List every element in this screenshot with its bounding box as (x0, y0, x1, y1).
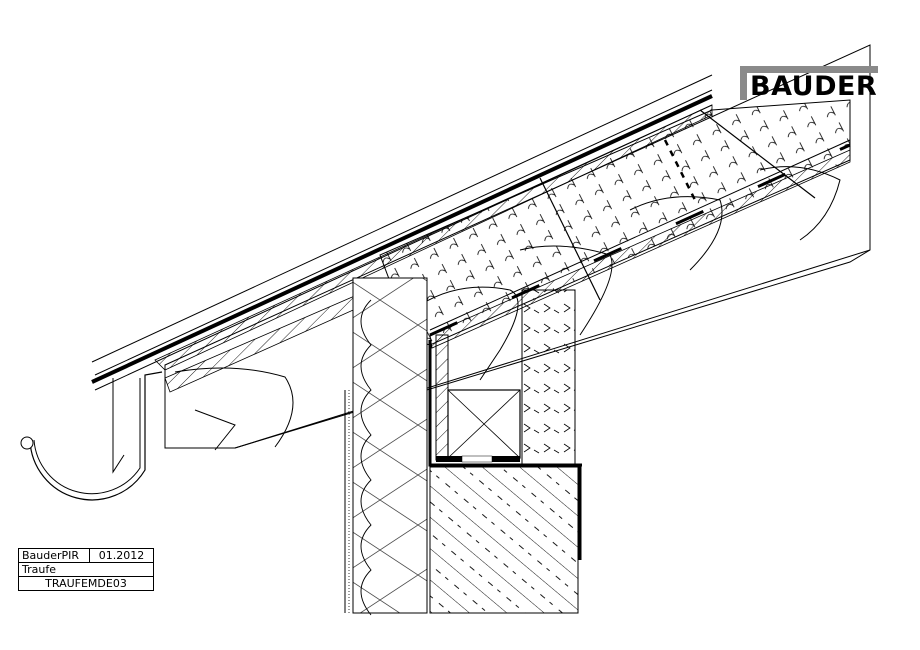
wall-insulation (344, 277, 428, 616)
masonry-wall (429, 466, 579, 614)
drawing-subject: Traufe (22, 563, 56, 576)
drawing-id: TRAUFEMDE03 (45, 577, 127, 590)
title-block-row-1: BauderPIR 01.2012 (19, 549, 153, 563)
roof-covering (91, 74, 851, 391)
bauder-logo: BAUDER (740, 66, 880, 102)
drawing-date: 01.2012 (98, 549, 145, 562)
title-block: BauderPIR 01.2012 Traufe TRAUFEMDE03 (18, 548, 154, 591)
logo-bar-top (740, 66, 878, 73)
gutter (20, 371, 163, 501)
wall-plate (428, 289, 582, 560)
product-name: BauderPIR (19, 549, 90, 562)
title-block-row-3: TRAUFEMDE03 (19, 577, 153, 590)
logo-bar-left (740, 66, 747, 100)
title-block-row-2: Traufe (19, 563, 153, 577)
fasteners (539, 109, 816, 301)
logo-text: BAUDER (750, 71, 878, 102)
